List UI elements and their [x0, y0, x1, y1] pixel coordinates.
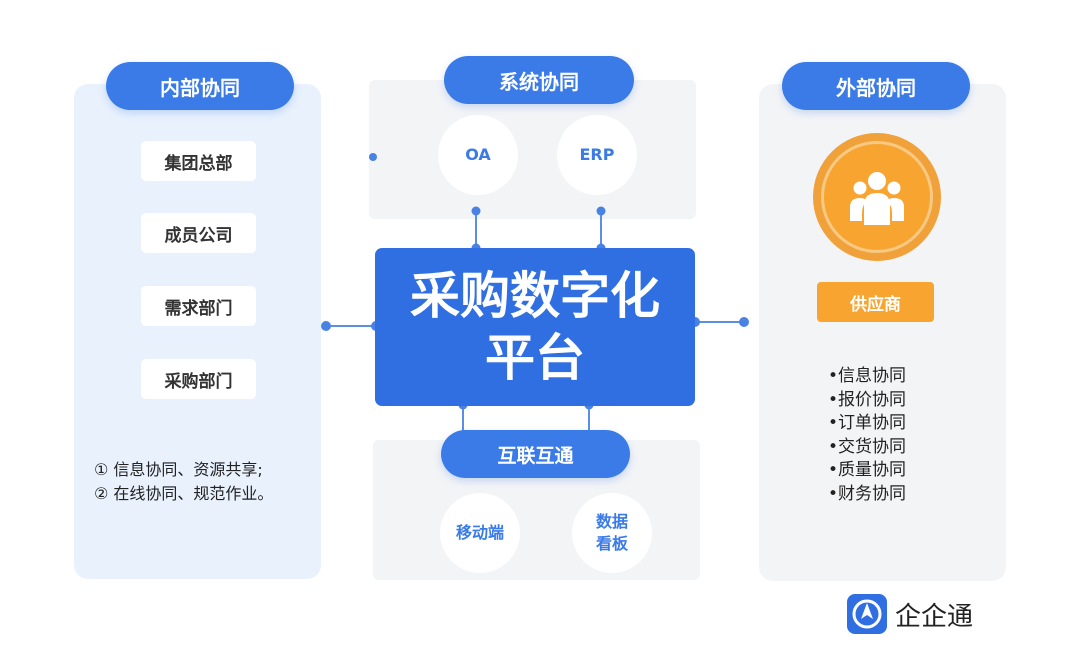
external-collab-list: •信息协同 •报价协同 •订单协同 •交货协同 •质量协同 •财务协同 — [828, 365, 968, 507]
internal-collab-header: 内部协同 — [106, 62, 294, 110]
list-item: •信息协同 — [828, 366, 907, 386]
list-item: •财务协同 — [828, 483, 907, 504]
item-procurement-dept: 采购部门 — [141, 359, 256, 399]
connector-dot — [471, 206, 481, 216]
supplier-tag: 供应商 — [817, 282, 934, 322]
dashboard-node: 数据 看板 — [572, 493, 652, 573]
item-group-hq: 集团总部 — [141, 141, 256, 181]
people-icon — [850, 172, 904, 225]
external-collab-header: 外部协同 — [782, 62, 970, 110]
note-line: ② 在线协同、规范作业。 — [94, 484, 274, 503]
system-collab-header: 系统协同 — [444, 56, 634, 104]
connector-dot — [596, 206, 606, 216]
list-item: •订单协同 — [828, 413, 907, 434]
platform-title-line1: 采购数字化 — [410, 267, 660, 325]
connector-dot — [321, 321, 331, 331]
mobile-node: 移动端 — [440, 493, 520, 573]
platform-title-line2: 平台 — [485, 329, 585, 387]
list-item: •报价协同 — [828, 389, 907, 410]
brand-name: 企企通 — [895, 601, 974, 632]
connector-dot — [369, 153, 377, 161]
erp-node: ERP — [557, 115, 637, 195]
interconnect-header: 互联互通 — [441, 430, 630, 478]
compass-logo-icon — [847, 594, 887, 634]
item-member-company: 成员公司 — [141, 213, 256, 253]
supplier-avatar — [813, 133, 941, 261]
internal-notes: ① 信息协同、资源共享; ② 在线协同、规范作业。 — [94, 458, 319, 506]
procurement-platform-box: 采购数字化 平台 — [375, 248, 695, 406]
connector-dot — [739, 317, 749, 327]
list-item: •质量协同 — [828, 460, 907, 481]
item-demand-dept: 需求部门 — [141, 286, 256, 326]
brand-logo: 企企通 — [847, 594, 973, 634]
oa-node: OA — [438, 115, 518, 195]
note-line: ① 信息协同、资源共享; — [94, 460, 263, 479]
list-item: •交货协同 — [828, 436, 907, 457]
